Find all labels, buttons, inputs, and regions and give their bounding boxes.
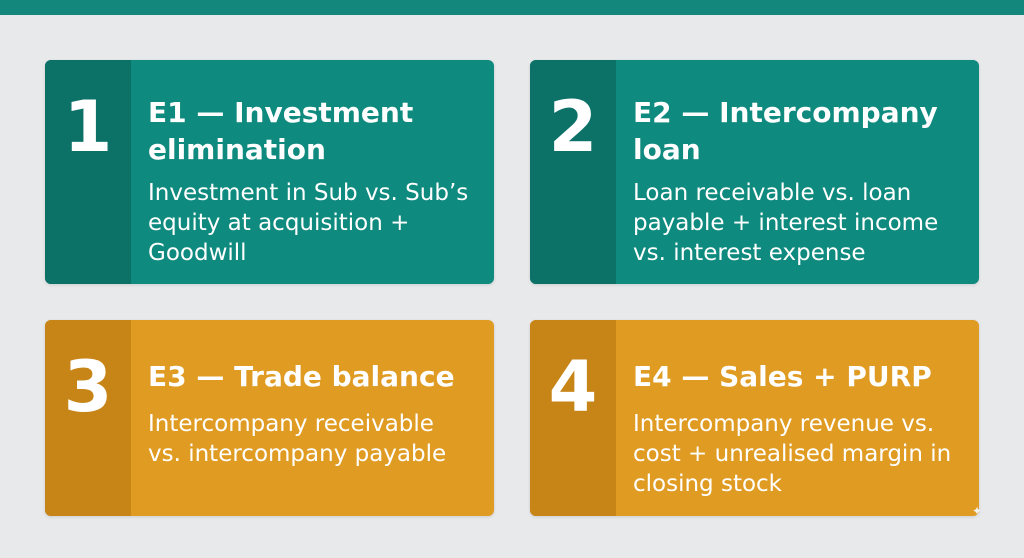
card-number: 3: [45, 320, 131, 516]
card-title: E2 — Intercompany loan: [633, 96, 938, 166]
card-e1-investment-elimination: 1 E1 — Investment elimination Investment…: [45, 60, 494, 284]
card-e3-trade-balance: 3 E3 — Trade balance Intercompany receiv…: [45, 320, 494, 516]
card-title: E4 — Sales + PURP: [633, 360, 932, 393]
card-number: 4: [530, 320, 616, 516]
card-description: Investment in Sub vs. Sub’s equity at ac…: [148, 180, 469, 266]
card-number-label: 3: [63, 346, 113, 428]
card-text: E4 — Sales + PURP Intercompany revenue v…: [616, 320, 979, 516]
card-number: 1: [45, 60, 131, 284]
card-text: E1 — Investment elimination Investment i…: [131, 60, 494, 284]
card-description: Intercompany revenue vs. cost + unrealis…: [633, 411, 952, 497]
card-text: E3 — Trade balance Intercompany receivab…: [131, 320, 494, 516]
card-number: 2: [530, 60, 616, 284]
card-description: Loan receivable vs. loan payable + inter…: [633, 180, 939, 266]
card-title: E3 — Trade balance: [148, 360, 455, 393]
card-description: Intercompany receivable vs. intercompany…: [148, 411, 447, 467]
card-number-label: 2: [548, 86, 598, 168]
card-e2-intercompany-loan: 2 E2 — Intercompany loan Loan receivable…: [530, 60, 979, 284]
sparkle-icon: ✦: [972, 504, 983, 518]
card-text: E2 — Intercompany loan Loan receivable v…: [616, 60, 979, 284]
card-number-label: 1: [63, 86, 113, 168]
card-e4-sales-purp: 4 E4 — Sales + PURP Intercompany revenue…: [530, 320, 979, 516]
card-number-label: 4: [548, 346, 598, 428]
top-accent-bar: [0, 0, 1024, 15]
card-title: E1 — Investment elimination: [148, 96, 414, 166]
